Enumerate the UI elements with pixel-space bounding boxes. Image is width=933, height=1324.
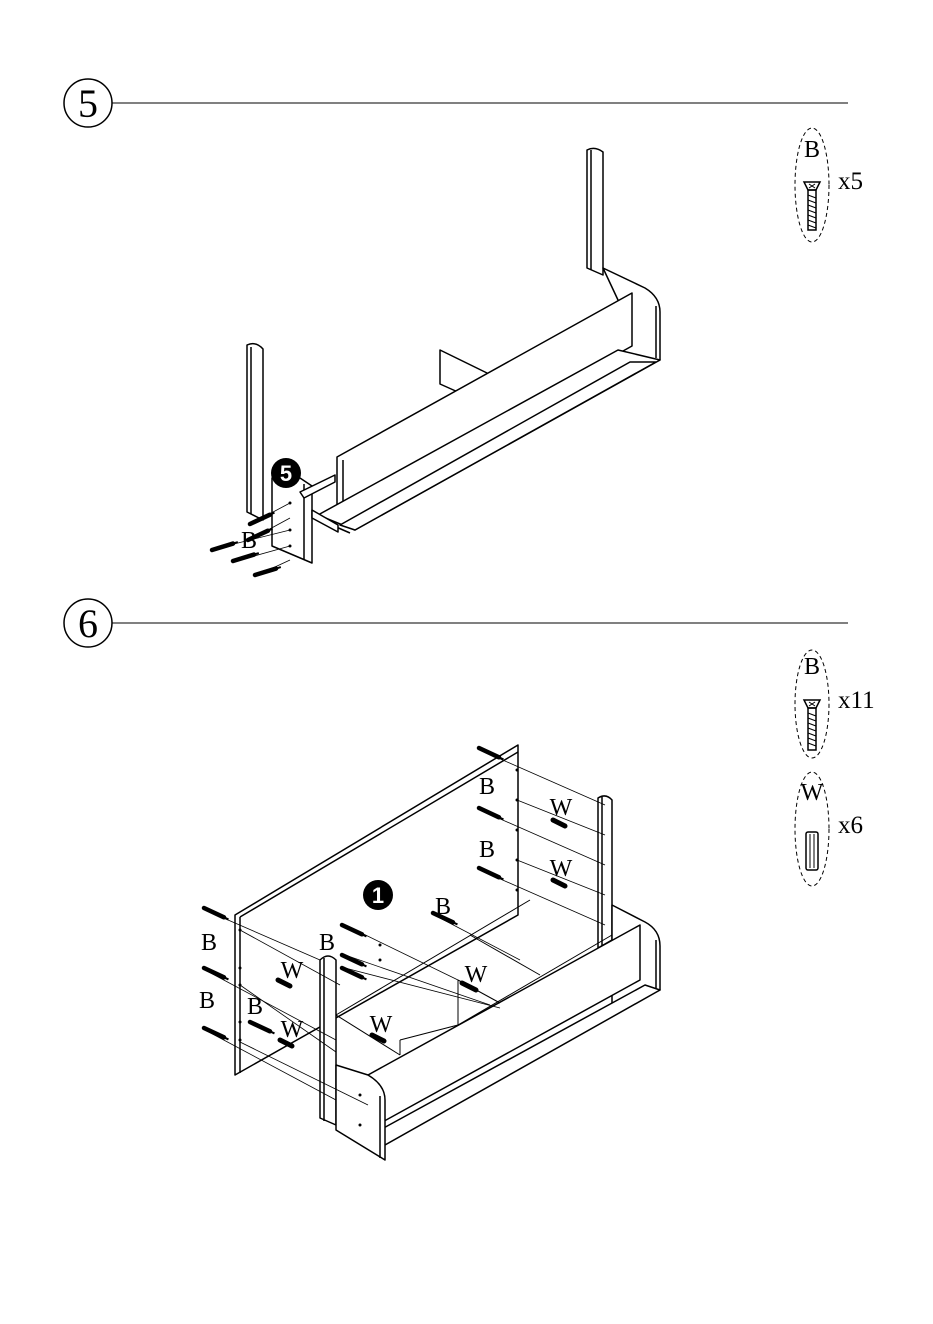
part-letter: B — [804, 654, 820, 680]
part-quantity: x6 — [838, 812, 863, 839]
part-quantity: x11 — [838, 687, 875, 714]
screw-b — [233, 553, 259, 561]
callout-w: W — [281, 958, 304, 984]
back-panel — [337, 293, 632, 510]
parts-callout-b: B x5 — [795, 128, 863, 242]
callout-b: B — [435, 894, 451, 920]
right-side-panel — [587, 148, 603, 275]
step-number: 5 — [78, 81, 98, 126]
step-6-drawing — [205, 745, 660, 1160]
callout-w: W — [465, 962, 488, 988]
part-letter: B — [804, 137, 820, 163]
step-6-badge: 1 — [363, 880, 393, 910]
right-side-panel — [598, 796, 612, 948]
step-number: 6 — [78, 601, 98, 646]
callout-w: W — [281, 1017, 304, 1043]
screw-b — [255, 567, 281, 575]
callout-w: W — [370, 1012, 393, 1038]
screw-b — [479, 748, 503, 759]
step-6-header: 6 — [64, 599, 848, 647]
dowel-icon — [806, 832, 818, 870]
callout-b: B — [241, 528, 257, 554]
callout-b: B — [479, 837, 495, 863]
panel-badge-number: 5 — [280, 461, 292, 486]
screw-icon — [804, 182, 820, 230]
callout-b: B — [247, 994, 263, 1020]
callout-b: B — [199, 988, 215, 1014]
part-quantity: x5 — [838, 168, 863, 195]
callout-b: B — [201, 930, 217, 956]
screw-b — [212, 542, 238, 550]
step-5-badge: 5 — [271, 458, 301, 488]
left-side-panel — [247, 344, 263, 520]
parts-callout-b: B x11 — [795, 650, 875, 758]
callout-b: B — [479, 774, 495, 800]
parts-callout-w: W x6 — [795, 772, 863, 886]
screw-b — [204, 968, 228, 979]
step-5-header: 5 — [64, 79, 848, 127]
step-5-drawing — [222, 148, 660, 573]
panel-badge-number: 1 — [372, 883, 384, 908]
screw-b — [204, 1028, 228, 1039]
callout-w: W — [550, 856, 573, 882]
step-5: 5 B x5 — [64, 79, 863, 575]
part-letter: W — [801, 780, 824, 806]
screw-b — [204, 908, 228, 919]
callout-w: W — [550, 795, 573, 821]
screw-icon — [804, 700, 820, 750]
callout-b: B — [319, 930, 335, 956]
step-6: 6 B x11 W x6 — [64, 599, 875, 1160]
